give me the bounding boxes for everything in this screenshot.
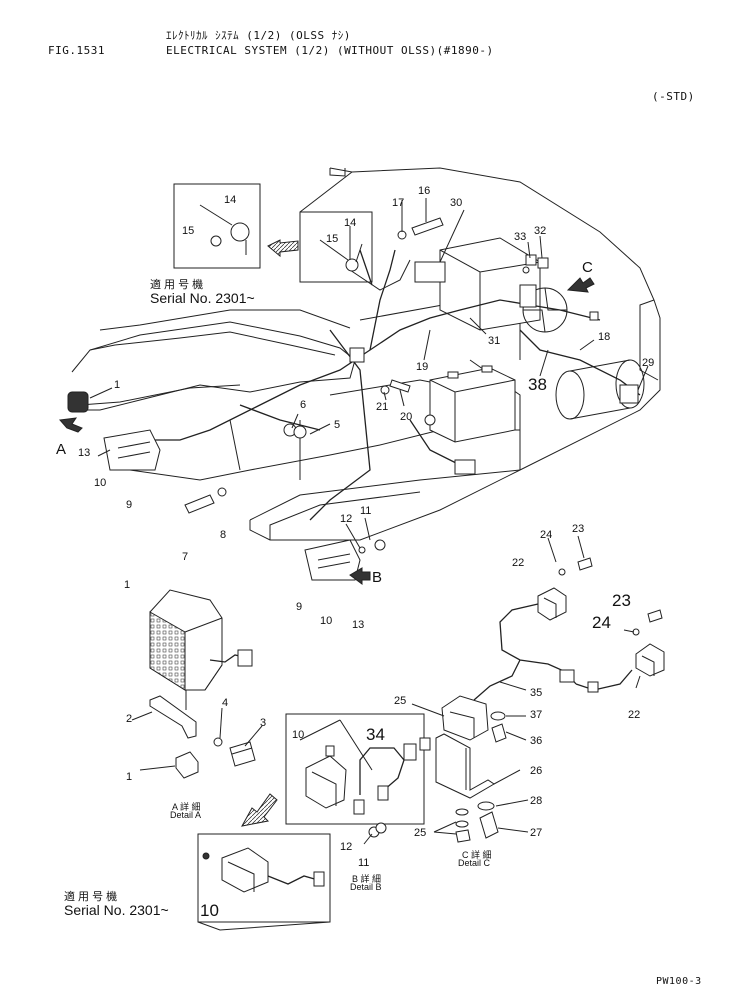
callout-number: 4 [222,697,228,709]
callout-number: 1 [114,379,120,391]
callout-labels: 14 15 1 13 10 9 7 8 6 5 11 12 9 10 13 17… [56,185,654,920]
callout-number: 23 [612,591,631,610]
callout-number: 1 [126,771,132,783]
detail-b-jp: B 詳 細 [352,874,382,884]
serial-note-en-lower: Serial No. 2301~ [64,902,169,918]
callout-number: 9 [296,601,302,613]
leader-lines [89,198,649,845]
callout-number: 10 [94,477,106,489]
callout-number: 25 [414,827,426,839]
serial-note-jp-lower: 適 用 号 機 [64,891,118,903]
callout-number: 27 [530,827,542,839]
serial-note-jp-upper: 適 用 号 機 [150,279,204,291]
detail-b-horn [285,713,431,838]
work-lamp-boom [67,391,89,413]
callout-number: 33 [514,231,526,243]
callout-number: 38 [528,375,547,394]
view-arrow-c [566,277,595,293]
callout-number: 7 [182,551,188,563]
callout-number: 37 [530,709,542,721]
callout-number: 13 [78,447,90,459]
horn-left [103,429,161,471]
callout-number: 20 [400,411,412,423]
page-code: PW100-3 [656,976,702,987]
callout-number: 18 [598,331,610,343]
callout-number: 13 [352,619,364,631]
callout-number: 24 [540,529,552,541]
callout-number: 10 [292,729,304,741]
callout-number: 24 [592,613,611,632]
top-inset [173,171,373,286]
callout-number: 35 [530,687,542,699]
callout-number: 10 [200,901,219,920]
callout-number: 36 [530,735,542,747]
callout-number: 16 [418,185,430,197]
figure-number: FIG.1531 [48,44,105,57]
callout-number: 8 [220,529,226,541]
callout-number: 14 [344,217,356,229]
callout-number: 3 [260,717,266,729]
variant-label: (-STD) [652,90,695,103]
horn-right [304,539,361,581]
view-arrow-b [349,567,371,585]
callout-number: 1 [124,579,130,591]
detail-c-jp: C 詳 細 [462,850,492,860]
callout-number: 6 [300,399,306,411]
callout-number: 25 [394,695,406,707]
callout-number: 23 [572,523,584,535]
view-label-b: B [372,569,382,586]
callout-number: 11 [358,857,369,869]
callout-number: 10 [320,615,332,627]
view-label-a: A [56,441,66,458]
callout-number: 31 [488,335,500,347]
callout-number: 9 [126,499,132,511]
callout-number: 12 [340,841,352,853]
detail-c-en: Detail C [458,858,491,868]
callout-number: 11 [360,505,371,517]
serial-note-en-upper: Serial No. 2301~ [150,290,255,306]
title-english: ELECTRICAL SYSTEM (1/2) (WITHOUT OLSS)(#… [166,44,494,57]
callout-number: 32 [534,225,546,237]
detail-a-en: Detail A [170,810,202,820]
callout-number: 19 [416,361,428,373]
callout-number: 15 [182,225,194,237]
bottom-inset [197,833,331,931]
detail-b-en: Detail B [350,882,382,892]
callout-number: 22 [512,557,524,569]
callout-number: 26 [530,765,542,777]
callout-number: 12 [340,513,352,525]
callout-number: 5 [334,419,340,431]
view-label-c: C [582,259,593,276]
callout-number: 28 [530,795,542,807]
callout-number: 22 [628,709,640,721]
title-japanese: ｴﾚｸﾄﾘｶﾙ ｼｽﾃﾑ (1/2) (OLSS ﾅｼ) [166,29,351,42]
machine-frame [67,167,661,581]
callout-number: 2 [126,713,132,725]
detail-a-lamp [149,589,278,827]
callout-number: 14 [224,194,236,206]
detail-a-jp: A 詳 細 [172,802,201,812]
callout-number: 21 [376,401,388,413]
detail-c-relays [435,557,665,843]
callout-number: 30 [450,197,462,209]
callout-number: 34 [366,725,385,744]
callout-number: 15 [326,233,338,245]
callout-number: 29 [642,357,654,369]
callout-number: 17 [392,197,404,209]
view-arrow-a [59,417,83,433]
